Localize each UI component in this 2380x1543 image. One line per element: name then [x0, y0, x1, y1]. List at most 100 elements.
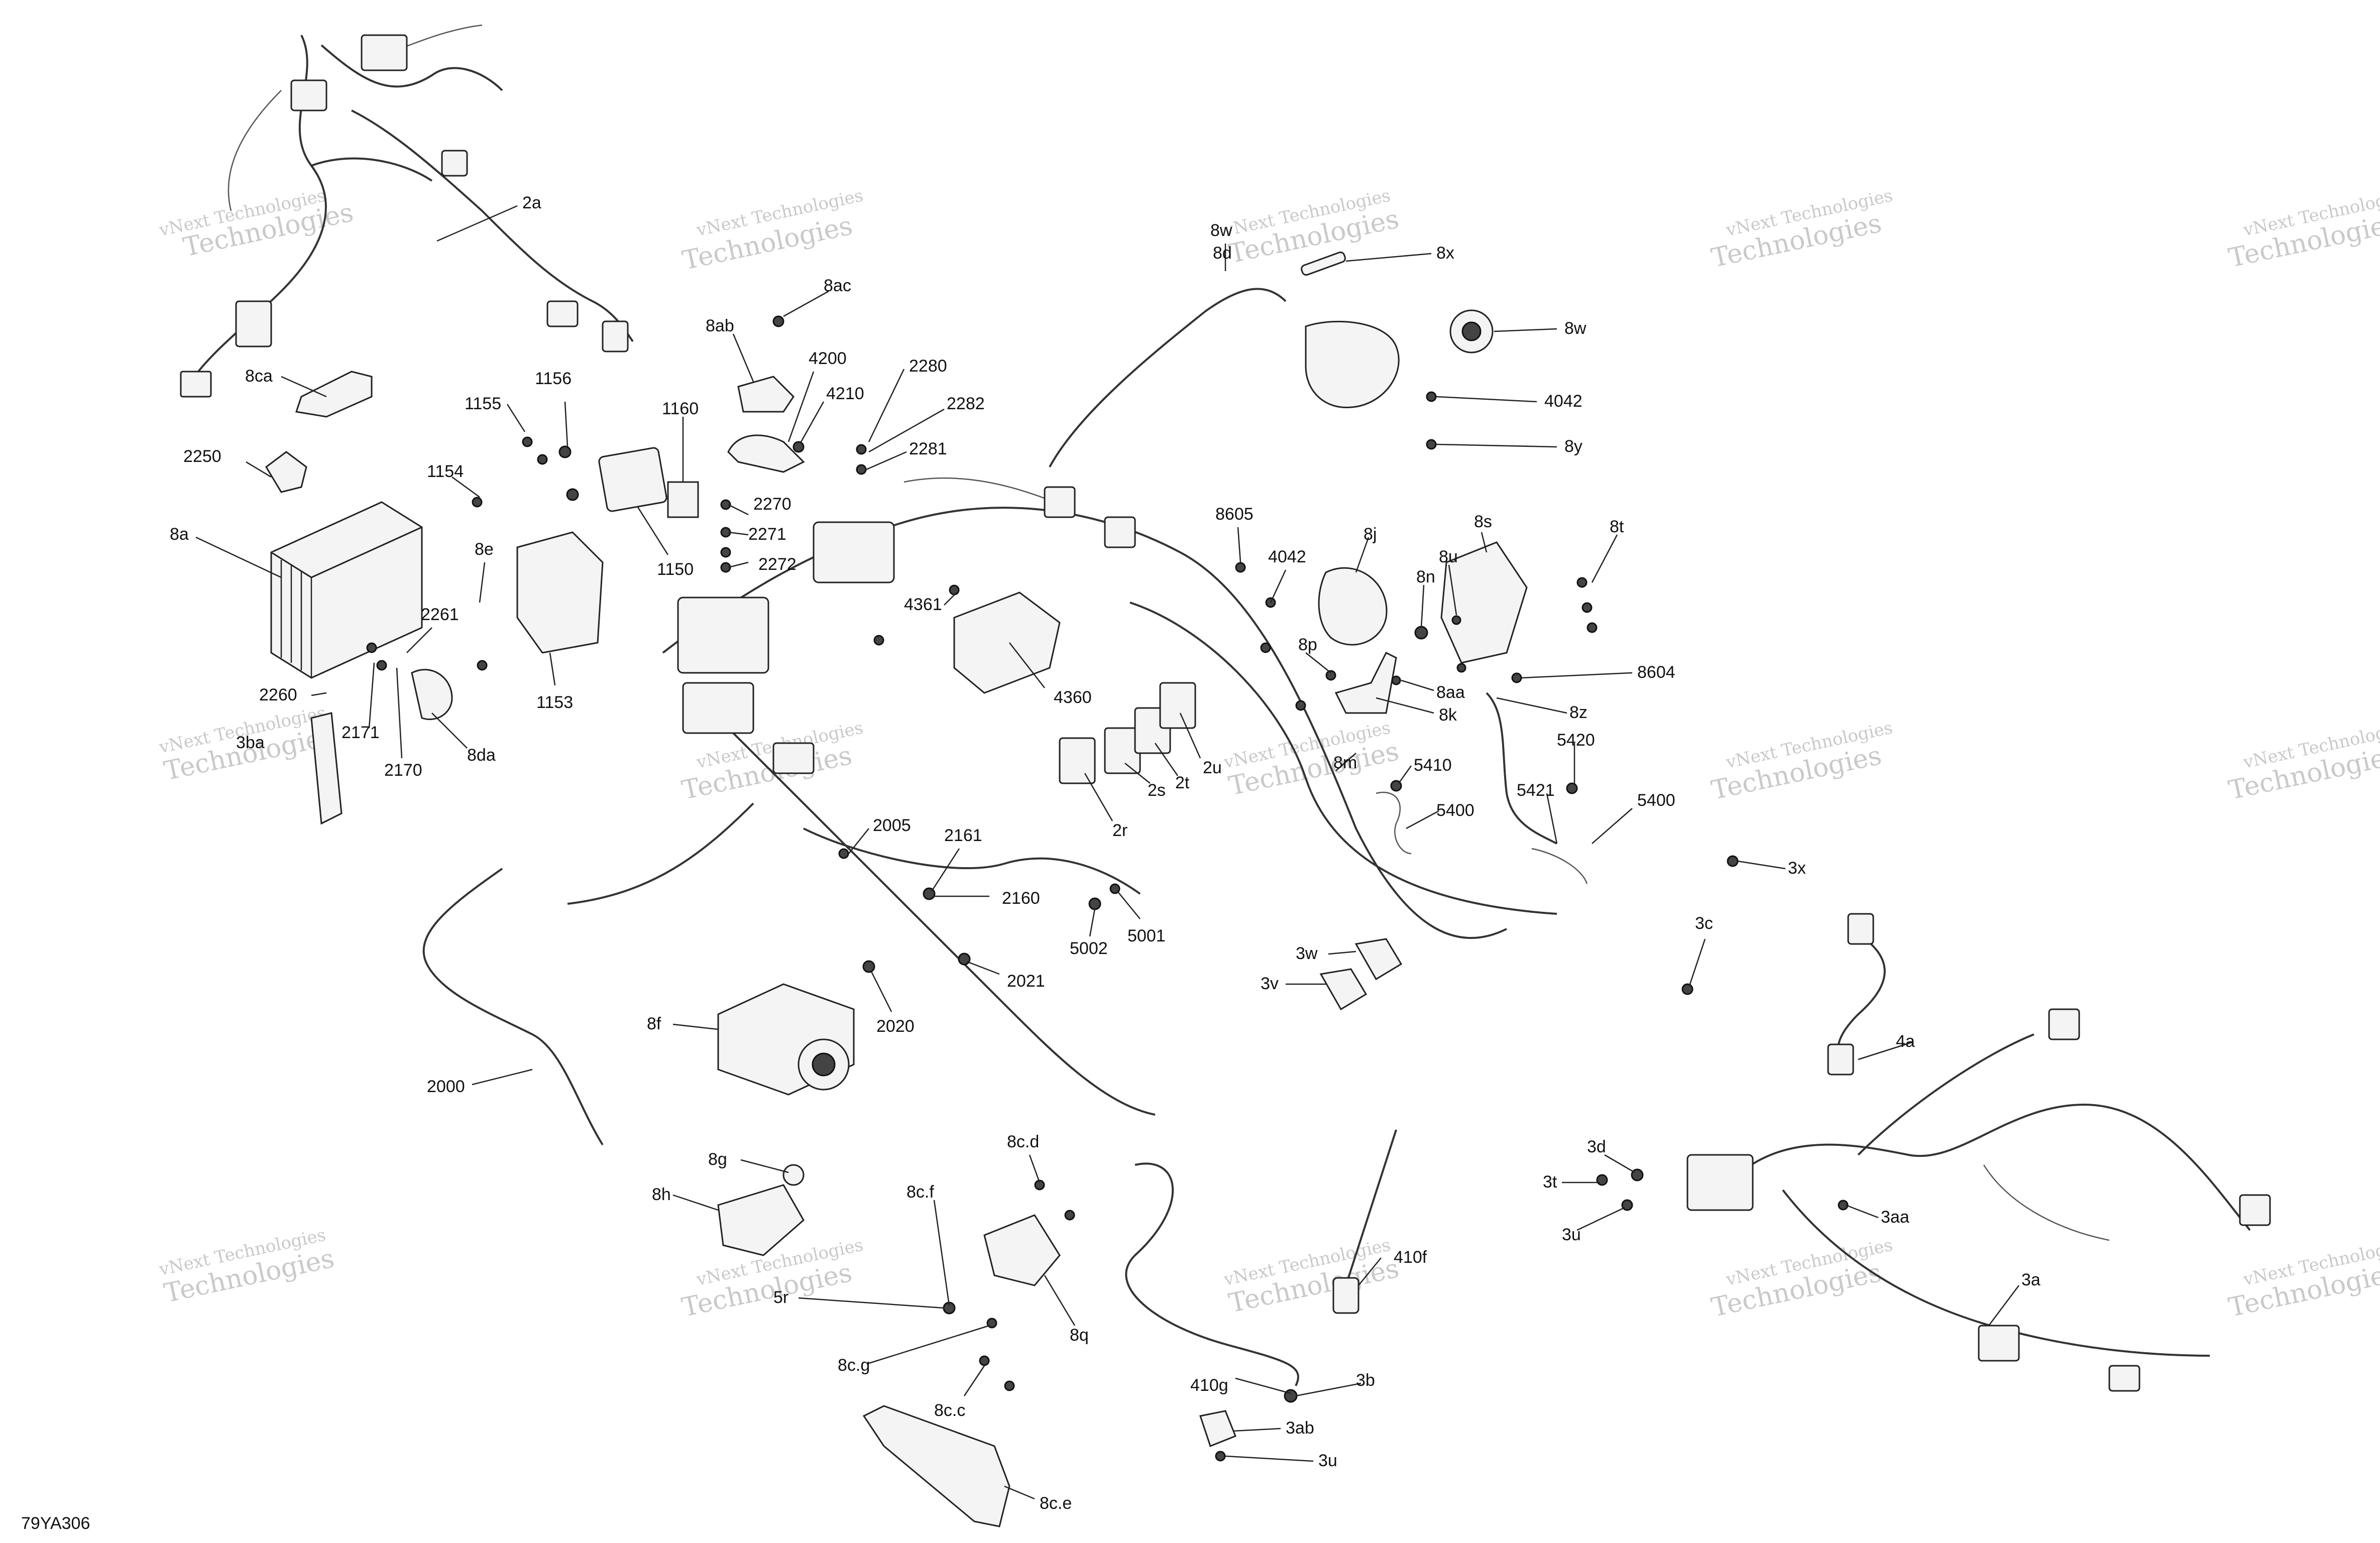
callout-3u[interactable]: 3u — [1318, 1451, 1337, 1470]
callout-8q[interactable]: 8q — [1070, 1326, 1089, 1345]
callout-2271[interactable]: 2271 — [748, 525, 786, 544]
callout-2250[interactable]: 2250 — [183, 447, 221, 466]
callout-8m[interactable]: 8m — [1333, 753, 1357, 772]
callout-4200[interactable]: 4200 — [809, 349, 847, 368]
callout-8c-f[interactable]: 8c.f — [906, 1182, 934, 1202]
callout-3u-right[interactable]: 3u — [1562, 1225, 1581, 1244]
callout-2005[interactable]: 2005 — [873, 816, 911, 835]
watermark: vNext Technologies Technologies — [1222, 1235, 1402, 1319]
callout-8n[interactable]: 8n — [1416, 567, 1435, 586]
callout-4210[interactable]: 4210 — [826, 384, 864, 403]
callout-4361[interactable]: 4361 — [904, 595, 942, 614]
callout-1156[interactable]: 1156 — [535, 369, 572, 388]
callout-3aa[interactable]: 3aa — [1881, 1208, 1909, 1227]
callout-8h[interactable]: 8h — [652, 1185, 671, 1204]
callout-2020[interactable]: 2020 — [876, 1017, 915, 1036]
callout-labels: 2a 8ca 2250 8a 2260 2171 2170 2261 8da 3… — [170, 193, 2041, 1513]
callout-1153[interactable]: 1153 — [536, 693, 573, 712]
callout-2021[interactable]: 2021 — [1007, 972, 1045, 991]
callout-4042[interactable]: 4042 — [1268, 547, 1306, 566]
callout-5001[interactable]: 5001 — [1127, 926, 1166, 945]
callout-2160[interactable]: 2160 — [1002, 889, 1040, 908]
callout-2s[interactable]: 2s — [1148, 781, 1166, 800]
callout-8ab[interactable]: 8ab — [706, 316, 734, 335]
callout-5400-a[interactable]: 5400 — [1436, 801, 1475, 820]
callout-8da[interactable]: 8da — [467, 746, 496, 765]
callout-5002[interactable]: 5002 — [1070, 939, 1108, 958]
callout-1154[interactable]: 1154 — [427, 462, 464, 481]
bracket-4200 — [727, 434, 805, 473]
callout-8c-e[interactable]: 8c.e — [1040, 1494, 1072, 1513]
callout-410g[interactable]: 410g — [1190, 1376, 1228, 1395]
callout-3c[interactable]: 3c — [1695, 914, 1713, 933]
callout-3ba[interactable]: 3ba — [236, 733, 265, 752]
callout-8c-d[interactable]: 8c.d — [1007, 1132, 1039, 1151]
callout-2261[interactable]: 2261 — [421, 605, 459, 624]
callout-4042-top[interactable]: 4042 — [1544, 392, 1582, 411]
callout-3v[interactable]: 3v — [1261, 974, 1279, 993]
callout-2u[interactable]: 2u — [1203, 758, 1222, 777]
cable-2000 — [422, 868, 604, 1146]
callout-2282[interactable]: 2282 — [947, 394, 985, 413]
callout-8x[interactable]: 8x — [1436, 244, 1454, 263]
callout-1150[interactable]: 1150 — [657, 560, 694, 579]
callout-3a[interactable]: 3a — [2021, 1270, 2041, 1289]
callout-2161[interactable]: 2161 — [944, 826, 982, 845]
callout-8j[interactable]: 8j — [1364, 525, 1377, 544]
callout-8w[interactable]: 8w — [1564, 319, 1586, 338]
callout-3t[interactable]: 3t — [1543, 1172, 1557, 1192]
callout-2272[interactable]: 2272 — [758, 555, 797, 574]
callout-8aa[interactable]: 8aa — [1436, 683, 1465, 702]
callout-1160[interactable]: 1160 — [662, 399, 699, 418]
callout-8y[interactable]: 8y — [1564, 437, 1582, 456]
callout-8p[interactable]: 8p — [1298, 635, 1317, 654]
callout-2a[interactable]: 2a — [522, 193, 541, 212]
parts — [180, 24, 2271, 1527]
clip-3ab — [1199, 1410, 1236, 1447]
callout-8e[interactable]: 8e — [475, 540, 494, 559]
callout-8g[interactable]: 8g — [708, 1150, 727, 1169]
callout-4a[interactable]: 4a — [1896, 1032, 1915, 1051]
callout-5420[interactable]: 5420 — [1557, 731, 1595, 750]
callout-2000[interactable]: 2000 — [427, 1077, 465, 1096]
callout-1155[interactable]: 1155 — [465, 394, 501, 413]
callout-8a[interactable]: 8a — [170, 525, 189, 544]
callout-3x[interactable]: 3x — [1788, 859, 1806, 878]
callout-8ac[interactable]: 8ac — [824, 276, 851, 295]
callout-3w[interactable]: 3w — [1296, 944, 1318, 963]
callout-8s[interactable]: 8s — [1474, 512, 1492, 531]
callout-2r[interactable]: 2r — [1112, 821, 1127, 840]
callout-8c-c[interactable]: 8c.c — [934, 1401, 965, 1420]
callout-8w-top[interactable]: 8w — [1210, 221, 1232, 240]
callout-3d[interactable]: 3d — [1587, 1137, 1606, 1156]
callout-8ca[interactable]: 8ca — [245, 367, 273, 386]
callout-8c-g[interactable]: 8c.g — [838, 1356, 870, 1375]
callout-2171[interactable]: 2171 — [342, 723, 380, 742]
callout-5400-b[interactable]: 5400 — [1637, 791, 1675, 810]
bracket-8c-e — [862, 1405, 1010, 1527]
callout-2t[interactable]: 2t — [1175, 773, 1190, 792]
callout-2260[interactable]: 2260 — [259, 685, 297, 704]
callout-410f[interactable]: 410f — [1394, 1248, 1427, 1267]
callout-5410[interactable]: 5410 — [1414, 756, 1452, 775]
callout-8z[interactable]: 8z — [1569, 703, 1588, 722]
callout-8604[interactable]: 8604 — [1637, 663, 1675, 682]
callout-4360[interactable]: 4360 — [1054, 688, 1092, 707]
callout-8k[interactable]: 8k — [1439, 705, 1457, 725]
callout-3ab[interactable]: 3ab — [1286, 1418, 1314, 1438]
callout-2170[interactable]: 2170 — [384, 761, 422, 780]
callout-2280[interactable]: 2280 — [909, 357, 947, 376]
callout-3b[interactable]: 3b — [1356, 1371, 1375, 1390]
callout-8t[interactable]: 8t — [1610, 517, 1624, 536]
callout-5r[interactable]: 5r — [773, 1288, 788, 1307]
callout-8u[interactable]: 8u — [1439, 547, 1458, 566]
callout-8d[interactable]: 8d — [1213, 244, 1232, 263]
callout-2270[interactable]: 2270 — [753, 495, 791, 514]
callout-8605[interactable]: 8605 — [1215, 505, 1254, 524]
main-harness — [567, 477, 1557, 1116]
cover-8da — [411, 669, 453, 721]
callout-2281[interactable]: 2281 — [909, 439, 947, 458]
fuse-box-1153 — [516, 531, 604, 654]
callout-5421[interactable]: 5421 — [1517, 781, 1555, 800]
callout-8f[interactable]: 8f — [647, 1014, 661, 1033]
